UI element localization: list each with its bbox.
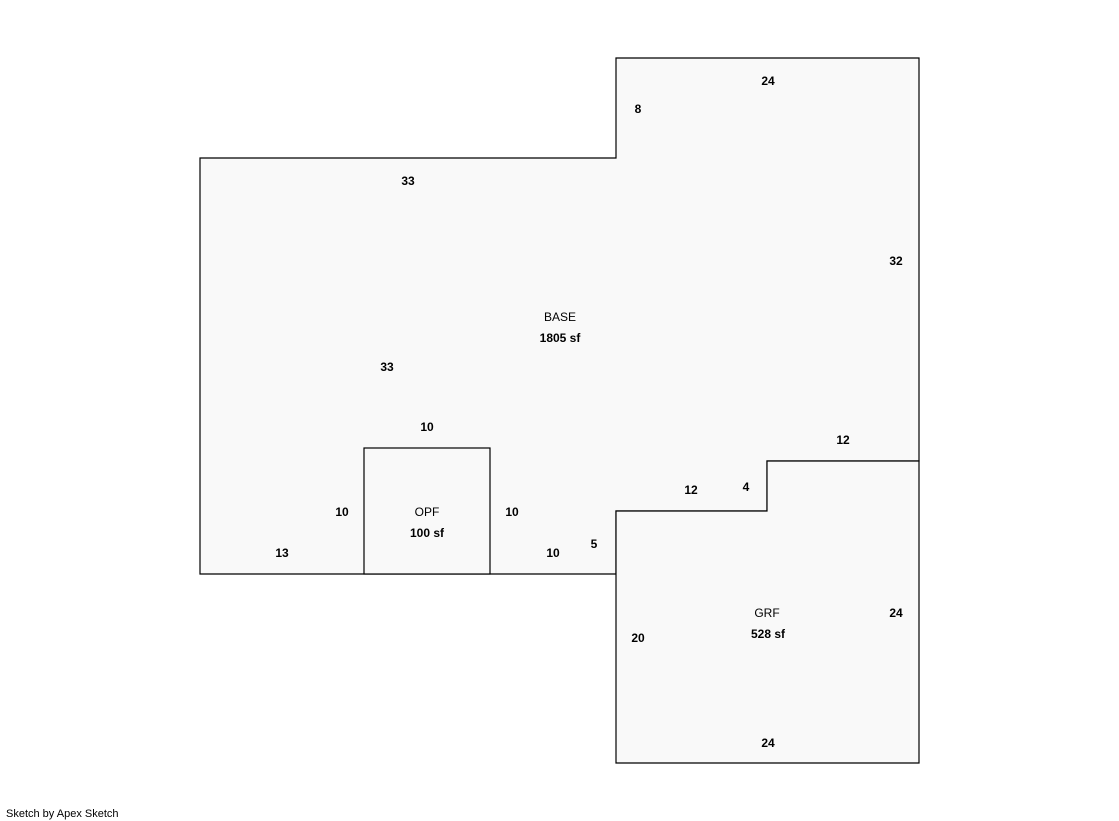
dim-base-top-upper: 24 xyxy=(761,74,775,88)
dim-base-top-left: 33 xyxy=(401,174,415,188)
opf-area-size: 100 sf xyxy=(410,526,445,540)
dim-opf-right: 10 xyxy=(505,505,519,519)
dim-base-bottom-left: 13 xyxy=(275,546,289,560)
dim-base-left: 33 xyxy=(380,360,394,374)
dim-base-step-mid: 4 xyxy=(743,480,750,494)
sketch-credit: Sketch by Apex Sketch xyxy=(6,808,119,820)
grf-area-name: GRF xyxy=(754,606,779,620)
dim-base-notch-right: 5 xyxy=(591,537,598,551)
opf-area-outline xyxy=(363,447,491,575)
base-area-size: 1805 sf xyxy=(540,331,582,345)
base-area-name: BASE xyxy=(544,310,576,324)
dim-base-right-lower: 12 xyxy=(836,433,850,447)
dim-base-notch-bottom: 12 xyxy=(684,483,698,497)
dim-grf-bottom: 24 xyxy=(761,736,775,750)
grf-area-size: 528 sf xyxy=(751,627,786,641)
opf-area-name: OPF xyxy=(415,505,440,519)
dim-opf-top: 10 xyxy=(420,420,434,434)
dim-grf-right: 24 xyxy=(889,606,903,620)
grf-area-outline xyxy=(615,460,920,764)
dim-base-right-upper: 32 xyxy=(889,254,903,268)
dim-base-step-left: 8 xyxy=(635,102,642,116)
dim-opf-left: 10 xyxy=(335,505,349,519)
dim-grf-left: 20 xyxy=(631,631,645,645)
dim-base-bottom-mid: 10 xyxy=(546,546,560,560)
